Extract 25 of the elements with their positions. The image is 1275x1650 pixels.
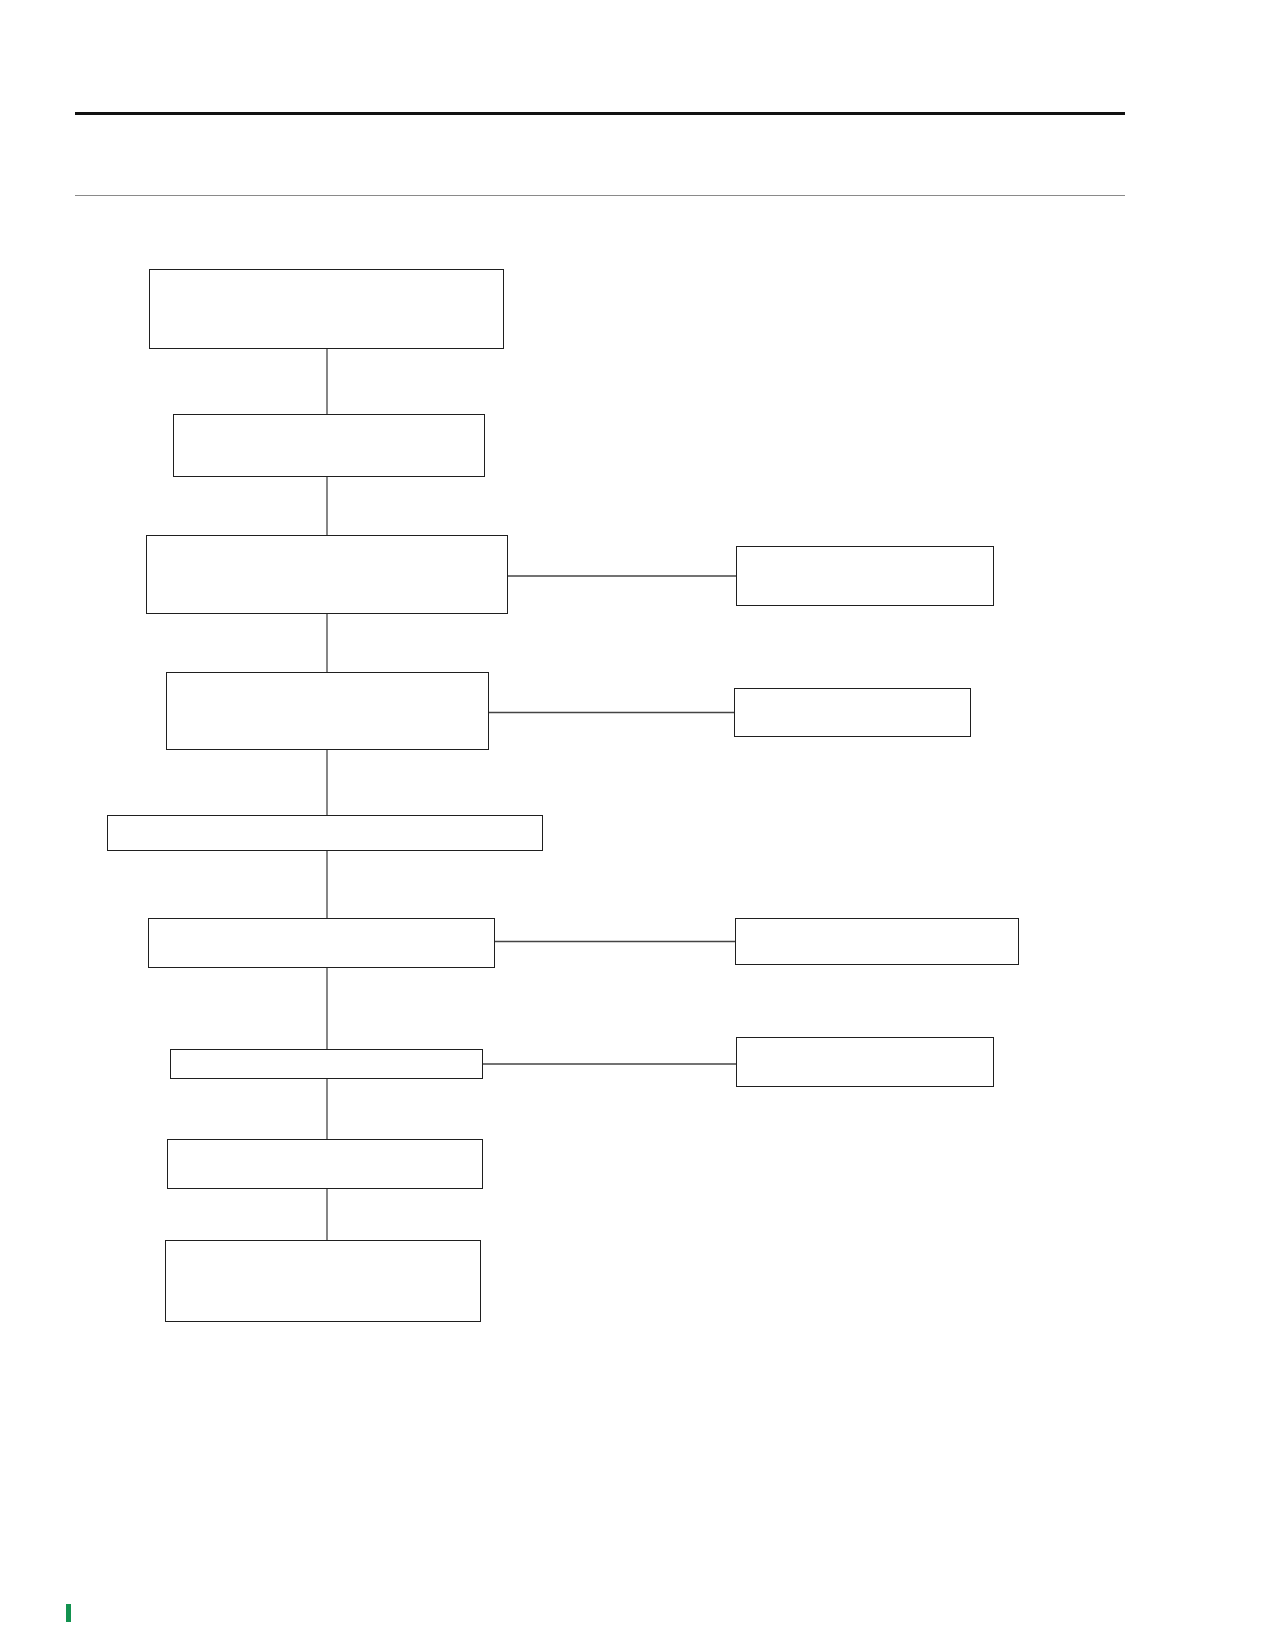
empty-box (166, 672, 489, 750)
empty-box (736, 546, 994, 606)
empty-box (165, 1240, 481, 1322)
empty-box (167, 1139, 483, 1189)
connector-line (326, 967, 328, 1050)
connector-line (326, 348, 328, 415)
empty-box (148, 918, 495, 968)
empty-box (107, 815, 543, 851)
empty-box (146, 535, 508, 614)
empty-box (173, 414, 485, 477)
connector-line (488, 711, 735, 714)
connector-line (494, 940, 736, 943)
connector-line (326, 749, 328, 816)
connector-line (482, 1063, 737, 1065)
empty-box (735, 918, 1019, 965)
connector-line (326, 1188, 328, 1241)
empty-box (736, 1037, 994, 1087)
connector-line (326, 1078, 328, 1140)
connector-line (326, 613, 328, 673)
empty-box (149, 269, 504, 349)
empty-box (734, 688, 971, 737)
connector-line (326, 850, 328, 919)
empty-box (170, 1049, 483, 1079)
connector-line (326, 476, 328, 536)
connector-line (507, 575, 737, 577)
